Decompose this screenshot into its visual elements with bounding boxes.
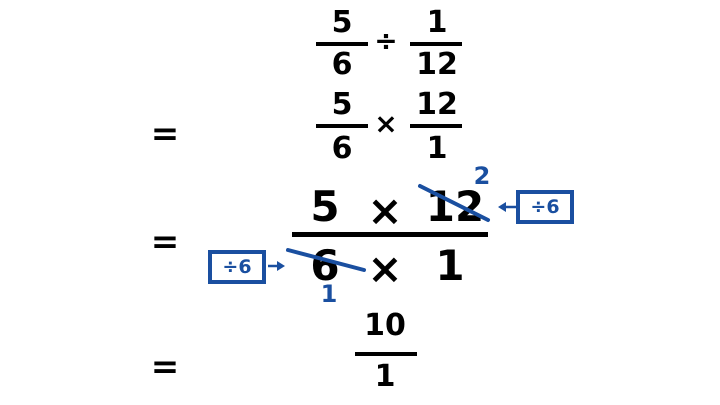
row3-denominator-multiply-sign: × <box>367 244 403 293</box>
row2-den1: 6 <box>331 131 353 166</box>
row2-num1: 5 <box>331 87 353 122</box>
row4-fraction-bar <box>355 352 417 356</box>
annotation-box-left: ÷6 <box>208 250 266 284</box>
row3-equals-sign: = <box>150 222 180 262</box>
cancel-line-twelve <box>418 184 490 222</box>
reduced-value-bottom: 1 <box>320 280 338 308</box>
arrow-left-head <box>277 261 285 271</box>
row2-multiply-sign: × <box>374 107 398 140</box>
row4-num: 10 <box>364 308 406 343</box>
row2-fraction2-bar <box>410 124 462 128</box>
reduced-value-top: 2 <box>473 162 491 190</box>
row1-fraction1-bar <box>316 42 368 46</box>
row3-fraction-bar <box>292 232 488 237</box>
row1-den1: 6 <box>331 47 353 82</box>
row2-den2: 1 <box>426 131 448 166</box>
row2-num2: 12 <box>416 87 458 122</box>
row2-equals-sign: = <box>150 114 180 154</box>
row3-numerator-left: 5 <box>310 182 340 231</box>
row1-num2: 1 <box>426 5 448 40</box>
row1-fraction2-bar <box>410 42 462 46</box>
cancel-line-six <box>286 248 366 272</box>
row1-divide-sign: ÷ <box>374 24 398 57</box>
row3-denominator-right: 1 <box>435 241 465 290</box>
row3-numerator-multiply-sign: × <box>367 186 403 235</box>
annotation-box-right: ÷6 <box>516 190 574 224</box>
row4-den: 1 <box>374 359 396 394</box>
row3-denominator-left: 6 <box>310 241 340 290</box>
row4-equals-sign: = <box>150 347 180 387</box>
row1-num1: 5 <box>331 5 353 40</box>
row1-den2: 12 <box>416 47 458 82</box>
row2-fraction1-bar <box>316 124 368 128</box>
arrow-right-head <box>498 202 506 212</box>
